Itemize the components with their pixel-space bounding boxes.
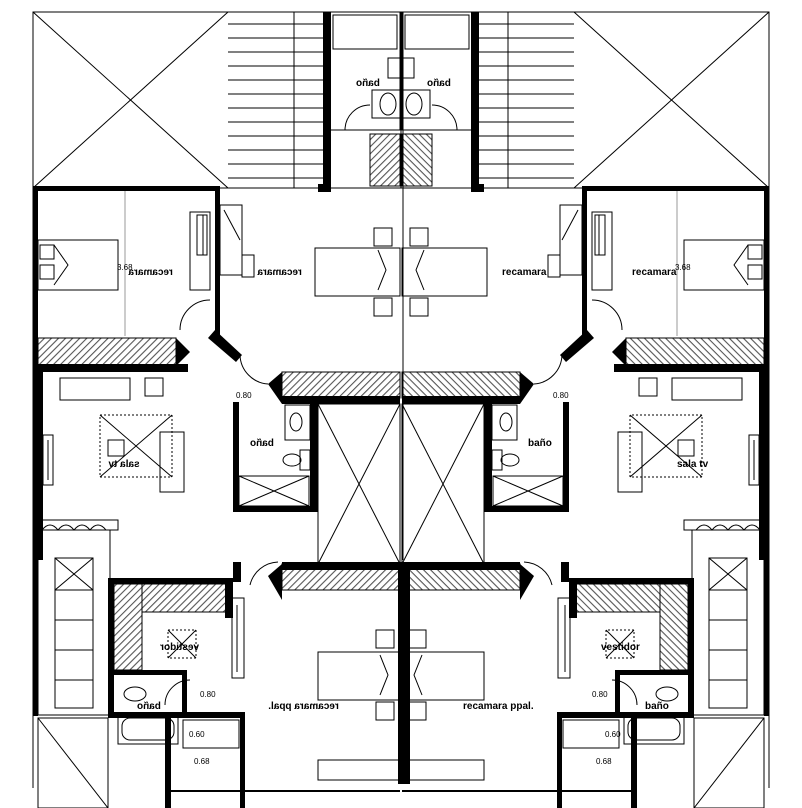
dim-068-left: 0.68 <box>194 757 210 766</box>
label-vestidor-left: vestidor <box>160 642 199 653</box>
label-bano-bottom-left: baño <box>137 701 161 712</box>
label-bano-mid-left: baño <box>250 438 274 449</box>
dim-080-bottom-right: 0.80 <box>592 690 608 699</box>
label-bano-bottom-right: baño <box>645 701 669 712</box>
dim-060-left: 0.60 <box>189 730 205 739</box>
label-bano-top-left: baño <box>356 78 380 89</box>
dim-080-left: 0.80 <box>236 391 252 400</box>
dim-368-left: 3.68 <box>117 263 133 272</box>
left-unit <box>32 11 402 808</box>
label-sala-tv-right: sala tv <box>677 459 709 470</box>
label-bano-top-right: baño <box>427 78 451 89</box>
dim-060-right: 0.60 <box>605 730 621 739</box>
dim-068-right: 0.68 <box>596 757 612 766</box>
label-recamara-left: recamara <box>257 267 302 278</box>
label-vestidor-right: vestidor <box>601 642 640 653</box>
label-recamara-outer-right: recamara <box>632 267 677 278</box>
dim-080-right: 0.80 <box>553 391 569 400</box>
label-sala-tv-left: sala tv <box>108 459 140 470</box>
dim-368-right: 3.68 <box>675 263 691 272</box>
label-recamara-outer-left: recamara <box>128 267 173 278</box>
label-recamara-ppal-left: recamara ppal. <box>268 701 339 712</box>
right-unit <box>400 11 770 808</box>
label-bano-mid-right: baño <box>528 438 552 449</box>
party-wall <box>398 562 410 784</box>
label-recamara-ppal-right: recamara ppal. <box>463 701 534 712</box>
label-recamara-right: recamara <box>502 267 547 278</box>
dim-080-bottom-left: 0.80 <box>200 690 216 699</box>
